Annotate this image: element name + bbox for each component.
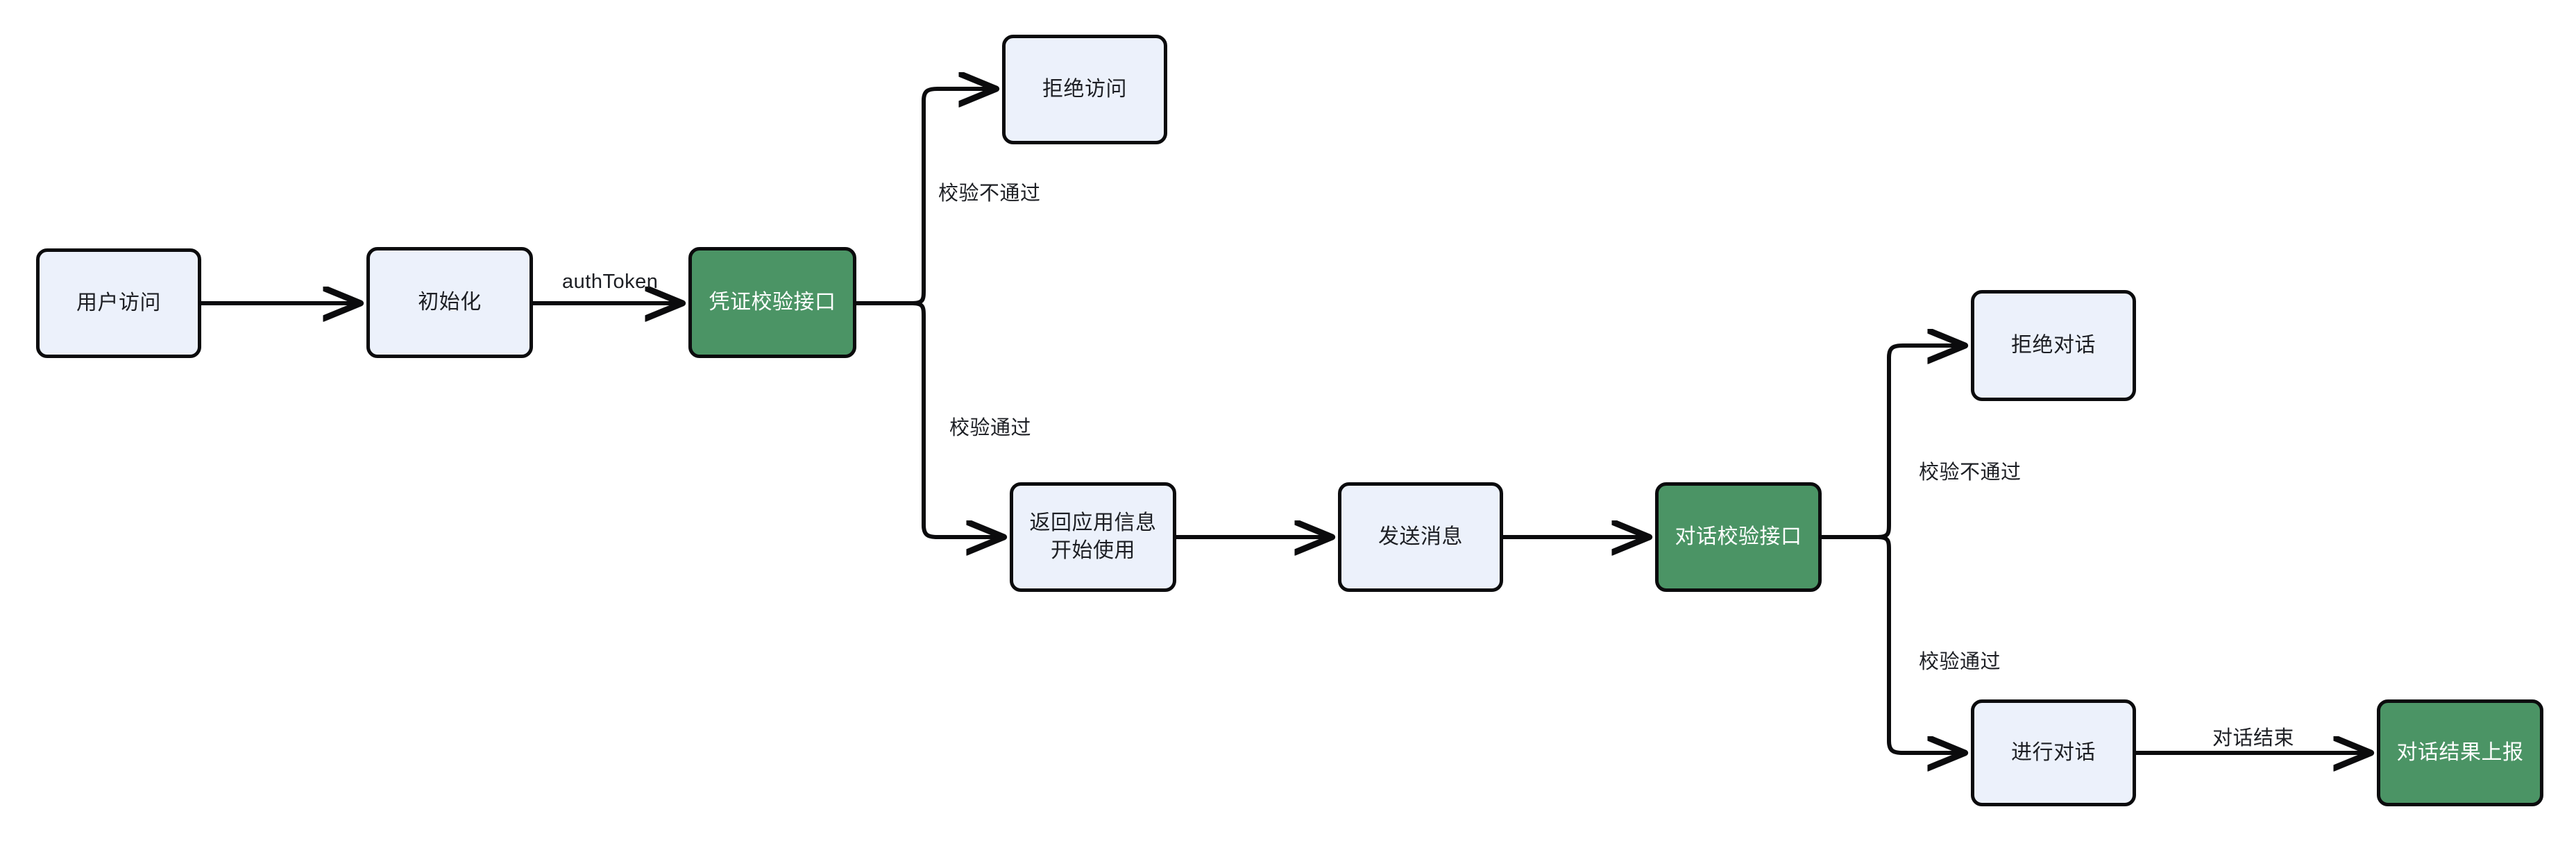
node-do-dialog-label: 进行对话 bbox=[2011, 740, 2096, 764]
node-deny-access-label: 拒绝访问 bbox=[1042, 77, 1127, 101]
edge-label-auth-token: authToken bbox=[562, 271, 659, 293]
node-do-dialog[interactable]: 进行对话 bbox=[1971, 699, 2136, 806]
edge-label-dialog-end: 对话结束 bbox=[2212, 727, 2295, 749]
edge-label-verify-pass-credential: 校验通过 bbox=[949, 417, 1032, 439]
node-send-message[interactable]: 发送消息 bbox=[1338, 482, 1503, 592]
node-return-app-info[interactable]: 返回应用信息 开始使用 bbox=[1010, 482, 1176, 592]
node-reject-dialog[interactable]: 拒绝对话 bbox=[1971, 290, 2136, 401]
edge-label-verify-pass-dialog: 校验通过 bbox=[1919, 651, 2001, 673]
node-reject-dialog-label: 拒绝对话 bbox=[2011, 333, 2096, 357]
node-send-message-label: 发送消息 bbox=[1378, 525, 1463, 548]
node-user-access-label: 用户访问 bbox=[76, 291, 161, 314]
edge-label-verify-fail-credential: 校验不通过 bbox=[938, 182, 1041, 205]
node-report-dialog-result[interactable]: 对话结果上报 bbox=[2377, 699, 2543, 806]
node-credential-verify-api[interactable]: 凭证校验接口 bbox=[688, 247, 856, 358]
node-report-dialog-result-label: 对话结果上报 bbox=[2396, 740, 2524, 764]
node-user-access[interactable]: 用户访问 bbox=[36, 248, 201, 358]
node-credential-verify-api-label: 凭证校验接口 bbox=[709, 290, 836, 314]
node-dialog-verify-api[interactable]: 对话校验接口 bbox=[1655, 482, 1822, 592]
node-init[interactable]: 初始化 bbox=[366, 247, 533, 358]
edge-dialog-verify-to-reject-dialog bbox=[1877, 346, 1963, 539]
node-dialog-verify-api-label: 对话校验接口 bbox=[1675, 525, 1802, 548]
node-init-label: 初始化 bbox=[418, 290, 482, 314]
node-return-app-info-label: 返回应用信息 开始使用 bbox=[1029, 511, 1157, 563]
node-deny-access[interactable]: 拒绝访问 bbox=[1002, 35, 1167, 144]
edge-label-verify-fail-dialog: 校验不通过 bbox=[1919, 461, 2022, 484]
